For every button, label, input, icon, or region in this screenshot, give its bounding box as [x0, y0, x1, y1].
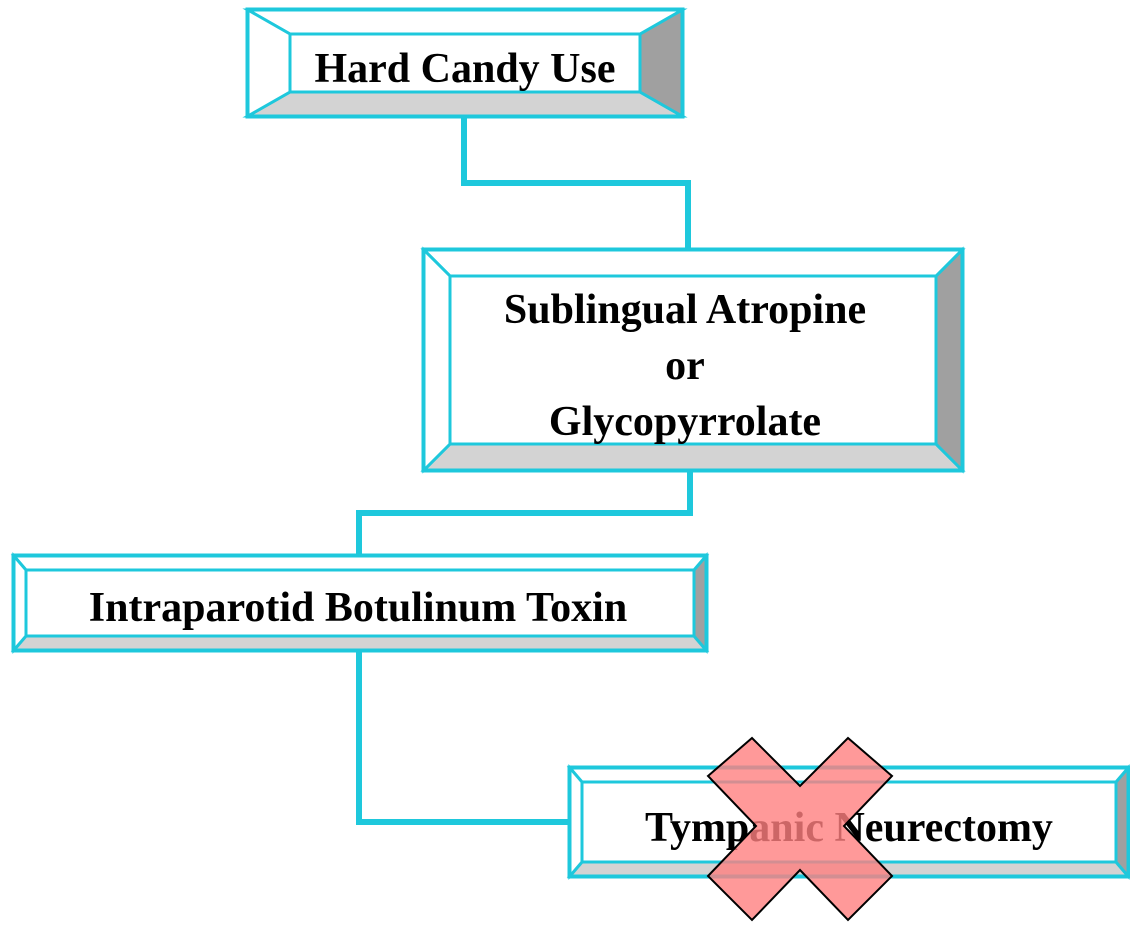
bevel-top: [242, 8, 688, 36]
node-sublingual: [420, 246, 966, 474]
node-label-line: or: [665, 343, 705, 389]
bevel-top: [10, 554, 710, 572]
connector-botulinum-to-tympanic: [356, 650, 570, 825]
node-label-hard-candy: Hard Candy Use: [314, 46, 616, 92]
bevel-top: [566, 766, 1130, 784]
node-botulinum: [10, 551, 710, 655]
node-hard-candy: [242, 7, 688, 119]
connector-sublingual-to-botulinum: [356, 470, 693, 556]
node-label-line: Sublingual Atropine: [503, 287, 867, 333]
node-label-botulinum: Intraparotid Botulinum Toxin: [88, 585, 628, 631]
node-label-sublingual: Sublingual Atropine or Glycopyrrolate: [430, 282, 940, 450]
bevel-bottom: [242, 90, 688, 118]
connectors: [356, 118, 693, 825]
node-label-line: Glycopyrrolate: [548, 399, 822, 445]
bevel-top: [420, 248, 966, 278]
bevel-bottom: [566, 860, 1130, 878]
bevel-bottom: [10, 634, 710, 652]
connector-hard-to-sublingual: [461, 118, 691, 250]
node-label-tympanic: Tympanic Neurectomy: [645, 805, 1053, 851]
